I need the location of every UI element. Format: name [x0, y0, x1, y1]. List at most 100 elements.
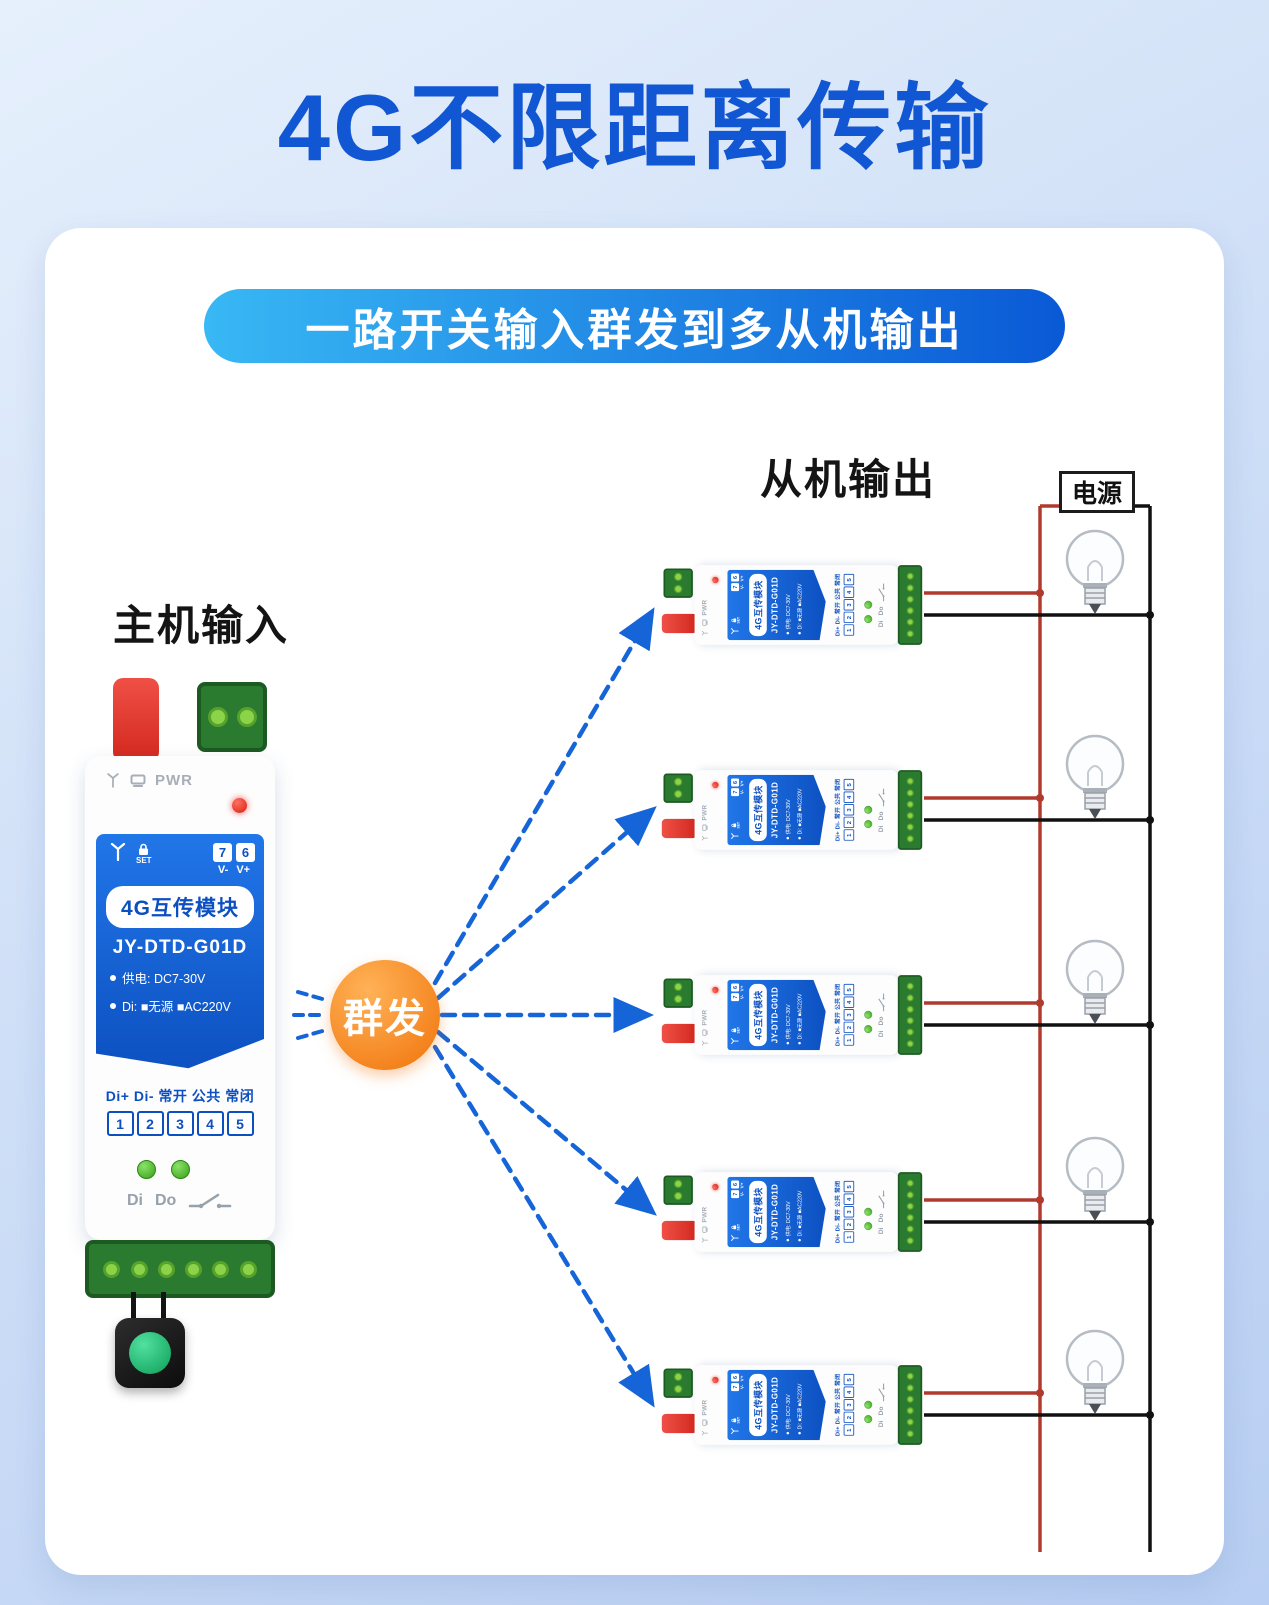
do-label: Do: [877, 1016, 885, 1026]
di-label: Di: [877, 825, 885, 833]
module-header: PWR: [695, 975, 728, 1055]
model-number: JY-DTD-G01D: [770, 1376, 780, 1434]
lock-icon: [731, 1417, 736, 1422]
do-label: Do: [155, 1192, 177, 1209]
terminal-hole: [673, 585, 683, 594]
pin-4: 4: [843, 996, 855, 1009]
lock-icon: [731, 1224, 736, 1229]
antenna-icon: [701, 1430, 708, 1436]
spec-di: Di: ■无源 ■AC220V: [797, 583, 803, 630]
module-header: PWR: [85, 756, 275, 834]
pin-1: 1: [106, 1111, 134, 1136]
pin-5: 5: [843, 779, 855, 791]
bullet-icon: [110, 974, 116, 981]
module-header: PWR: [695, 1172, 728, 1252]
power-terminal-block: [663, 1175, 693, 1205]
lock-icon: [139, 843, 149, 855]
bullet-icon: [786, 1432, 789, 1435]
spec-power: 供电: DC7-30V: [785, 594, 792, 630]
slave-module-3: PWR SET 7 6: [656, 955, 928, 1075]
terminal-hole: [906, 823, 914, 831]
di-label: Di: [877, 620, 885, 628]
product-name: 4G互传模块: [106, 886, 254, 928]
terminal-number-7: 7: [731, 788, 739, 796]
pin-5: 5: [226, 1111, 254, 1136]
spec-power: 供电: DC7-30V: [785, 799, 792, 835]
button-wire: [161, 1292, 166, 1326]
v-minus-label: V-: [739, 584, 745, 590]
product-name: 4G互传模块: [749, 1181, 767, 1243]
power-terminal-block: [197, 682, 267, 752]
terminal-hole: [906, 572, 914, 580]
terminal-hole: [906, 789, 914, 797]
terminal-number-6: 6: [236, 843, 255, 862]
pwr-label: PWR: [701, 1206, 709, 1223]
terminal-hole: [673, 1192, 683, 1201]
pin-4: 4: [843, 1193, 855, 1206]
pin-2: 2: [136, 1111, 164, 1136]
blue-faceplate: SET 7 6 V- V+ 4G互传模块: [96, 834, 264, 1069]
do-led: [171, 1160, 190, 1179]
io-terminal-block: [85, 1240, 275, 1298]
terminal-hole: [906, 1225, 914, 1233]
power-led: [712, 576, 719, 584]
io-section: Di+ Di- 常开 公共 常闭 1 2 3 4 5 Di Do: [833, 975, 886, 1055]
terminal-hole: [906, 1407, 914, 1415]
terminal-number-6: 6: [731, 574, 739, 582]
v-plus-label: V+: [236, 864, 251, 876]
power-led: [712, 1376, 719, 1384]
terminal-hole: [906, 1191, 914, 1199]
di-led: [864, 820, 873, 829]
pin-2: 2: [843, 611, 855, 624]
pin-5: 5: [843, 1374, 855, 1386]
master-module-slot: PWR SET 7 6: [85, 678, 275, 1298]
pin-3: 3: [843, 1206, 855, 1218]
terminal-number-7: 7: [213, 843, 232, 862]
pin-3: 3: [843, 599, 855, 611]
io-section: Di+ Di- 常开 公共 常闭 1 2 3 4 5 Di Do: [833, 1172, 886, 1252]
terminal-hole: [906, 1040, 914, 1048]
set-label: SET: [736, 821, 741, 829]
do-label: Do: [877, 606, 885, 616]
io-terminal-block: [897, 1365, 923, 1445]
pin-1: 1: [843, 1231, 855, 1243]
pin-4: 4: [843, 586, 855, 599]
terminal-hole: [103, 1260, 121, 1278]
pin-4: 4: [843, 791, 855, 804]
pwr-label: PWR: [155, 772, 193, 789]
terminal-hole: [906, 584, 914, 592]
broadcast-badge: 群发: [330, 960, 440, 1070]
master-module: PWR SET 7 6: [85, 678, 275, 1438]
bullet-icon: [786, 632, 789, 635]
di-led: [864, 615, 873, 624]
io-terminal-block: [897, 565, 923, 645]
bullet-icon: [110, 1002, 116, 1009]
di-label: Di: [877, 1030, 885, 1038]
io-terminal-block: [897, 975, 923, 1055]
pin-3: 3: [166, 1111, 194, 1136]
light-bulb: [1065, 734, 1125, 819]
spec-power: 供电: DC7-30V: [785, 1394, 792, 1430]
spec-di: Di: ■无源 ■AC220V: [797, 993, 803, 1040]
v-plus-label: V+: [739, 985, 745, 992]
io-terminal-block: [897, 770, 923, 850]
io-section: Di+ Di- 常开 公共 常闭 1 2 3 4 5 Di Do: [833, 1365, 886, 1445]
page-title: 4G不限距离传输: [277, 75, 992, 180]
module-body: PWR SET 7 6: [694, 1365, 898, 1445]
set-label: SET: [736, 1223, 741, 1231]
terminal-hole: [906, 595, 914, 603]
pin-1: 1: [843, 829, 855, 841]
light-bulb: [1065, 529, 1125, 614]
antenna: [113, 678, 159, 774]
spec-power: 供电: DC7-30V: [785, 1004, 792, 1040]
pin-5: 5: [843, 574, 855, 586]
bullet-icon: [786, 1239, 789, 1242]
pin-2: 2: [843, 1218, 855, 1231]
model-number: JY-DTD-G01D: [770, 576, 780, 634]
di-led: [864, 1025, 873, 1034]
terminal-number-6: 6: [731, 984, 739, 992]
antenna: [661, 1023, 698, 1044]
4g-module-device: PWR SET 7 6: [85, 678, 275, 1298]
terminal-hole: [906, 1237, 914, 1245]
do-label: Do: [877, 811, 885, 821]
